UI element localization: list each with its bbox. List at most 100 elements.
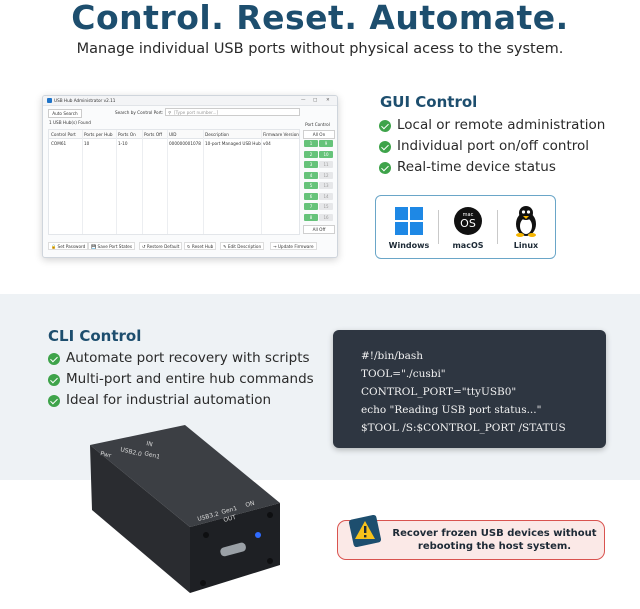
- save-port-states-button[interactable]: 💾 Save Port States: [88, 242, 136, 250]
- check-icon: [379, 162, 391, 174]
- usb-hub-device-image: Pwr USB2.0 IN Gen1 USB3.2 Gen1 OUT ON: [90, 425, 280, 593]
- macos-badge-small: mac: [463, 212, 474, 218]
- table-cell: COM61: [51, 141, 67, 146]
- os-windows: Windows: [380, 196, 438, 258]
- table-cell: v04: [263, 141, 271, 146]
- maximize-icon[interactable]: □: [313, 98, 318, 103]
- all-on-button[interactable]: All On: [303, 130, 335, 139]
- gui-feature: Real-time device status: [397, 159, 556, 175]
- check-icon: [48, 353, 60, 365]
- hero-subtitle: Manage individual USB ports without phys…: [76, 41, 564, 57]
- grid-line: [82, 130, 83, 234]
- auto-search-button[interactable]: Auto Search: [48, 109, 82, 118]
- hero-title: Control. Reset. Automate.: [71, 0, 569, 37]
- edit-description-button[interactable]: ✎ Edit Description: [220, 242, 265, 250]
- os-name: Linux: [513, 241, 539, 250]
- port-button-9[interactable]: 9: [319, 140, 333, 147]
- port-button-5[interactable]: 5: [304, 182, 318, 189]
- window-title: USB Hub Administrator v2.11: [54, 98, 116, 103]
- window-toolbar: 🔒 Set Password 💾 Save Port States ↺ Rest…: [48, 242, 332, 250]
- device-label-out: OUT: [223, 514, 237, 524]
- script-line: TOOL="./cusbi": [361, 368, 446, 380]
- search-placeholder: [Type port number...]: [174, 110, 219, 115]
- gui-feature: Local or remote administration: [397, 117, 606, 133]
- update-firmware-button[interactable]: → Update Firmware: [270, 242, 317, 250]
- port-button-1[interactable]: 1: [304, 140, 318, 147]
- divider: [438, 210, 439, 244]
- port-button-8[interactable]: 8: [304, 213, 318, 221]
- port-button-4[interactable]: 4: [304, 171, 318, 179]
- column-header: Control Port: [51, 132, 76, 137]
- check-icon: [379, 120, 391, 132]
- search-label: Search by Control Port:: [115, 110, 164, 115]
- gui-feature: Individual port on/off control: [397, 138, 590, 154]
- port-button-2[interactable]: 2: [304, 150, 318, 158]
- script-line: echo "Reading USB port status...": [361, 404, 542, 416]
- set-password-button[interactable]: 🔒 Set Password: [48, 242, 89, 250]
- column-header: Firmware Version: [263, 132, 299, 137]
- os-support-box: Windows mac OS macOS Linux: [375, 195, 556, 259]
- column-header: Ports Off: [144, 132, 162, 137]
- terminal-script: #!/bin/bash TOOL="./cusbi" CONTROL_PORT=…: [333, 330, 606, 448]
- all-off-button[interactable]: All Off: [303, 225, 335, 234]
- port-button-10[interactable]: 10: [319, 150, 333, 158]
- hub-count-label: 1 USB Hub(s) Found: [49, 120, 91, 125]
- usb-hub-admin-window: USB Hub Administrator v2.11 — □ ✕ Auto S…: [42, 95, 338, 258]
- check-icon: [379, 141, 391, 153]
- script-line: CONTROL_PORT="ttyUSB0": [361, 386, 517, 398]
- script-line: $TOOL /S:$CONTROL_PORT /STATUS: [361, 422, 566, 434]
- check-icon: [48, 395, 60, 407]
- device-label-in: IN: [146, 440, 154, 448]
- device-label-gen1-front: Gen1: [221, 505, 238, 516]
- grid-line: [203, 130, 204, 234]
- search-input[interactable]: ⚲ [Type port number...]: [165, 108, 300, 116]
- gui-control-heading: GUI Control: [380, 93, 478, 111]
- table-header: Control Port Ports per Hub Ports On Port…: [49, 130, 299, 139]
- cli-feature: Ideal for industrial automation: [66, 392, 272, 408]
- macos-logo-icon: mac OS: [454, 207, 482, 235]
- os-name: macOS: [452, 241, 484, 250]
- grid-line: [261, 130, 262, 234]
- close-icon[interactable]: ✕: [326, 98, 330, 103]
- macos-badge-big: OS: [460, 217, 476, 230]
- os-name: Windows: [388, 241, 430, 250]
- device-top-face: [90, 425, 280, 527]
- column-header: Description: [205, 132, 229, 137]
- port-button-7[interactable]: 7: [304, 203, 318, 210]
- port-button-14[interactable]: 14: [319, 192, 333, 200]
- table-row[interactable]: COM61 10 1-10 000000001078 10-port Manag…: [49, 139, 299, 146]
- table-cell: 10-port Managed USB Hub: [205, 141, 261, 146]
- cli-control-heading: CLI Control: [48, 327, 142, 345]
- os-linux: Linux: [497, 196, 555, 258]
- port-button-6[interactable]: 6: [304, 192, 318, 200]
- linux-tux-icon: [516, 206, 536, 237]
- cli-feature: Multi-port and entire hub commands: [66, 371, 314, 387]
- warning-icon: [348, 514, 382, 548]
- port-button-15[interactable]: 15: [319, 203, 333, 210]
- port-button-3[interactable]: 3: [304, 161, 318, 168]
- window-titlebar: USB Hub Administrator v2.11 — □ ✕: [43, 96, 337, 106]
- minimize-icon[interactable]: —: [301, 98, 306, 103]
- table-cell: 1-10: [118, 141, 128, 146]
- port-button-13[interactable]: 13: [319, 182, 333, 189]
- restore-default-button[interactable]: ↺ Restore Default: [139, 242, 183, 250]
- grid-line: [116, 130, 117, 234]
- device-label-on: ON: [245, 500, 256, 509]
- device-label-pwr: Pwr: [100, 450, 113, 460]
- grid-line: [167, 130, 168, 234]
- port-button-12[interactable]: 12: [319, 171, 333, 179]
- device-label-gen1: Gen1: [144, 450, 161, 461]
- reset-hub-button[interactable]: ↻ Reset Hub: [184, 242, 217, 250]
- windows-logo-icon: [395, 207, 423, 235]
- callout-text: Recover frozen USB devices without reboo…: [392, 528, 597, 552]
- toolbar-label: Edit Description: [227, 244, 262, 249]
- recover-callout: Recover frozen USB devices without reboo…: [337, 514, 605, 560]
- cli-feature: Automate port recovery with scripts: [66, 350, 310, 366]
- toolbar-label: Restore Default: [146, 244, 180, 249]
- toolbar-label: Update Firmware: [277, 244, 314, 249]
- port-button-11[interactable]: 11: [319, 161, 333, 168]
- port-button-16[interactable]: 16: [319, 213, 333, 221]
- column-header: Ports per Hub: [84, 132, 113, 137]
- led-indicator: [255, 532, 261, 538]
- check-icon: [48, 374, 60, 386]
